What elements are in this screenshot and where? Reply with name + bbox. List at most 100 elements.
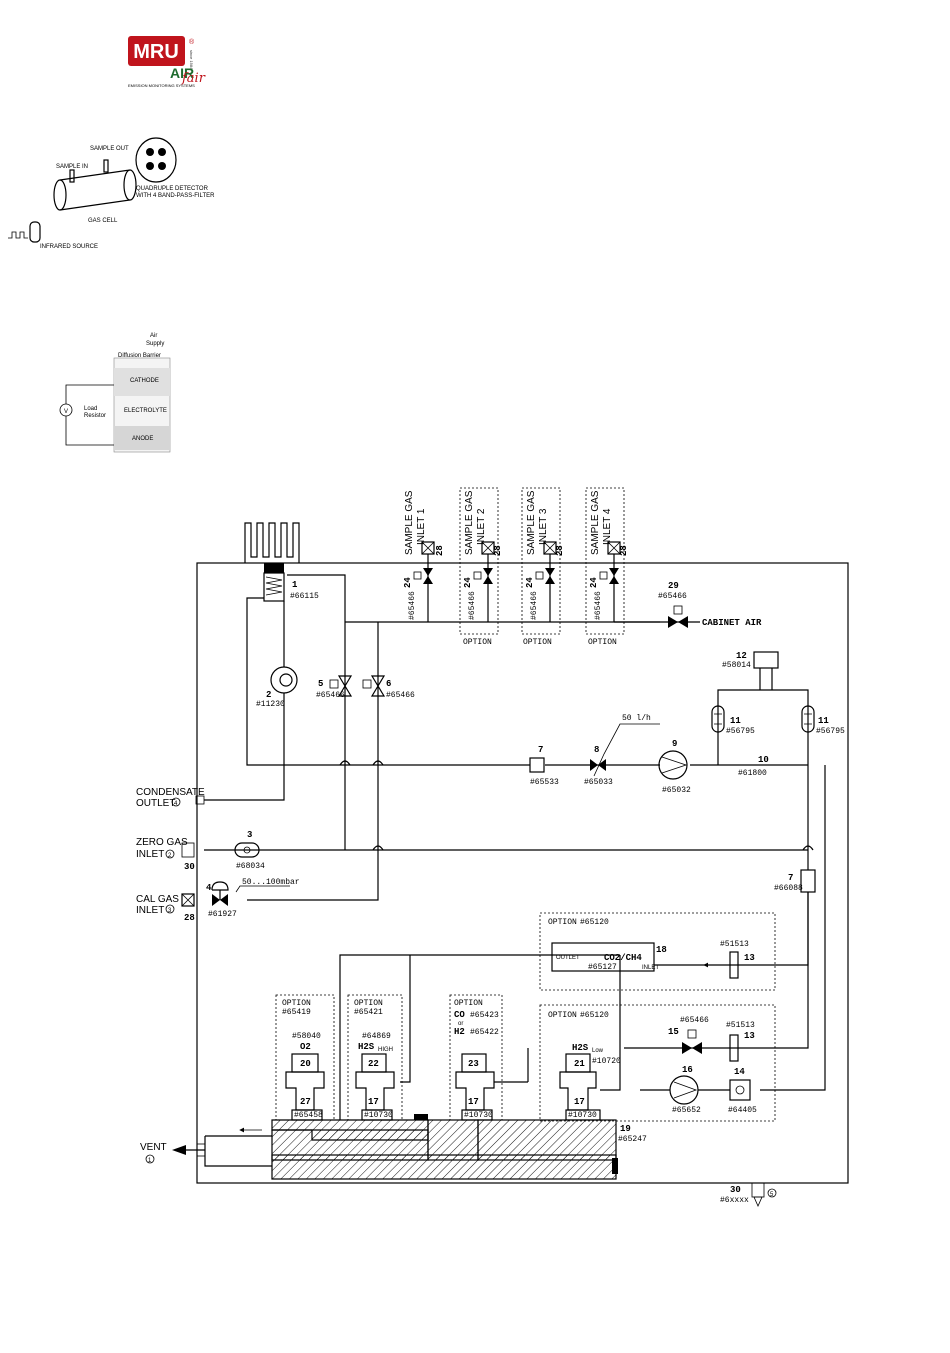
o2-gas: O2 xyxy=(300,1042,311,1052)
inlet-4-l2: INLET 4 xyxy=(602,508,613,545)
c7b-pn: #66088 xyxy=(774,884,803,893)
co-pn2: #65422 xyxy=(470,1028,499,1037)
c12-pn: #58014 xyxy=(722,661,751,670)
ir-gas-cell-figure: SAMPLE IN SAMPLE OUT QUADRUPLE DETECTOR … xyxy=(8,137,215,250)
sample-inlet-3: SAMPLE GAS INLET 3 28 24 #65466 OPTION xyxy=(521,487,565,647)
zero-num: 30 xyxy=(184,862,195,872)
logo-sub: AIR xyxy=(170,65,194,81)
o2-pn: #65419 xyxy=(282,1008,311,1017)
inlet-1-num: 28 xyxy=(435,545,445,556)
inlet-3-opt: OPTION xyxy=(523,638,552,647)
cal-num: 28 xyxy=(184,913,195,923)
h2s-base: 17 xyxy=(574,1097,585,1107)
c1-num: 1 xyxy=(292,580,298,590)
c5-num: 5 xyxy=(318,679,323,689)
ec-supply: Supply xyxy=(146,341,164,347)
inlet-3-num: 28 xyxy=(555,545,565,556)
co2-inlet: INLET xyxy=(642,965,659,971)
inlet-1-l1: SAMPLE GAS xyxy=(404,490,415,555)
c12-num: 12 xyxy=(736,651,747,661)
h2s-basepn: #10730 xyxy=(568,1111,597,1120)
zero-n: 2 xyxy=(168,853,172,859)
c4-press: 50...100mbar xyxy=(242,878,300,887)
cal-n: 3 xyxy=(168,908,172,914)
ec-load: Load xyxy=(84,406,97,412)
h2s-c15pn: #65466 xyxy=(680,1016,709,1025)
ec-anode: ANODE xyxy=(132,436,153,442)
h2sh-opt: OPTION xyxy=(354,999,383,1008)
ec-barrier: Diffusion Barrier xyxy=(118,353,161,359)
ec-v: V xyxy=(64,409,68,415)
co-gas: CO xyxy=(454,1010,465,1020)
ec-resistor: Resistor xyxy=(84,413,106,419)
filter-7b: 7 #66088 xyxy=(774,869,816,893)
company-logo: MRU ® since 1984 AIR fair EMISSION MONIT… xyxy=(128,36,206,88)
inlet-1-pn: #65466 xyxy=(408,591,417,620)
c1-pn: #66115 xyxy=(290,592,319,601)
inlet-1-l2: INLET 1 xyxy=(416,508,427,545)
inlet-2-v: 24 xyxy=(463,577,473,588)
h2s-opt: OPTION xyxy=(548,1011,577,1020)
c29-pn: #65466 xyxy=(658,592,687,601)
logo-reg: ® xyxy=(189,38,195,46)
sensor-co-h2: OPTION CO #65423 or H2 #65422 23 17 #107… xyxy=(449,994,503,1121)
co2-pn2: #65127 xyxy=(588,963,617,972)
logo-brand: MRU xyxy=(133,41,179,63)
inlet-3-l1: SAMPLE GAS xyxy=(526,490,537,555)
h2s-pn2: #10720 xyxy=(592,1057,621,1066)
manifold-pn: #65247 xyxy=(618,1135,647,1144)
o2-opt: OPTION xyxy=(282,999,311,1008)
cooler-fins xyxy=(244,522,300,563)
electrochemical-cell-figure: Air Supply Diffusion Barrier CATHODE ELE… xyxy=(59,333,171,453)
c4-pn: #61927 xyxy=(208,910,237,919)
ir-detector: QUADRUPLE DETECTOR xyxy=(136,186,209,192)
valve-5: 5 #65466 xyxy=(316,675,353,700)
h2sh-pn: #65421 xyxy=(354,1008,383,1017)
inlet-4-pn: #65466 xyxy=(594,591,603,620)
logo-side-text: since 1984 xyxy=(189,50,194,70)
inlet-4-v: 24 xyxy=(589,577,599,588)
inlet-2-l1: SAMPLE GAS xyxy=(464,490,475,555)
condensate-l2: OUTLET xyxy=(136,798,175,809)
inlet-2-pn: #65466 xyxy=(468,591,477,620)
inlet-2-opt: OPTION xyxy=(463,638,492,647)
h2s-f13: 13 xyxy=(744,1031,755,1041)
pipe-crossovers xyxy=(339,760,814,851)
c11a-pn: #56795 xyxy=(726,727,755,736)
c9-num: 9 xyxy=(672,739,677,749)
c8-pn: #65033 xyxy=(584,778,613,787)
co-gas2: H2 xyxy=(454,1027,465,1037)
c2-pn: #11230 xyxy=(256,700,285,709)
h2s-f13pn: #51513 xyxy=(726,1021,755,1030)
h2sh-spn: #64869 xyxy=(362,1032,391,1041)
cal-l1: CAL GAS xyxy=(136,894,179,905)
c6-num: 6 xyxy=(386,679,391,689)
inlet-4-opt: OPTION xyxy=(588,638,617,647)
c9-pn: #65032 xyxy=(662,786,691,795)
sample-inlet-2: SAMPLE GAS INLET 2 28 24 #65466 OPTION xyxy=(459,487,503,647)
c3-num: 3 xyxy=(247,830,252,840)
co-or: or xyxy=(458,1021,463,1027)
inlet-2-num: 28 xyxy=(493,545,503,556)
c29-num: 29 xyxy=(668,581,679,591)
h2sh-sub: HIGH xyxy=(378,1047,393,1053)
condensate-outlet: CONDENSATE OUTLET 4 xyxy=(136,787,205,809)
sample-inlet-1: SAMPLE GAS INLET 1 28 24 #65466 xyxy=(403,490,445,622)
sample-inlet-4: SAMPLE GAS INLET 4 28 24 #65466 OPTION xyxy=(585,487,629,647)
logo-cursive: fair xyxy=(181,71,206,86)
c10-num: 10 xyxy=(758,755,769,765)
logo-tagline: EMISSION MONITORING SYSTEMS xyxy=(128,83,195,88)
cabinet-frame xyxy=(196,562,849,1184)
inlet-4-num: 28 xyxy=(619,545,629,556)
co-pn: #65423 xyxy=(470,1011,499,1020)
co2-outlet: OUTLET xyxy=(556,955,580,961)
c7a-num: 7 xyxy=(538,745,543,755)
sensor-o2: OPTION #65419 #58040 O2 20 27 #65458 xyxy=(275,994,335,1121)
ir-source: INFRARED SOURCE xyxy=(40,244,98,250)
ir-sample-in: SAMPLE IN xyxy=(56,164,88,170)
c5-pn: #65466 xyxy=(316,691,345,700)
inlet-3-pn: #65466 xyxy=(530,591,539,620)
vent-l: VENT xyxy=(140,1142,167,1153)
valve-6: 6 #65466 xyxy=(362,675,415,700)
